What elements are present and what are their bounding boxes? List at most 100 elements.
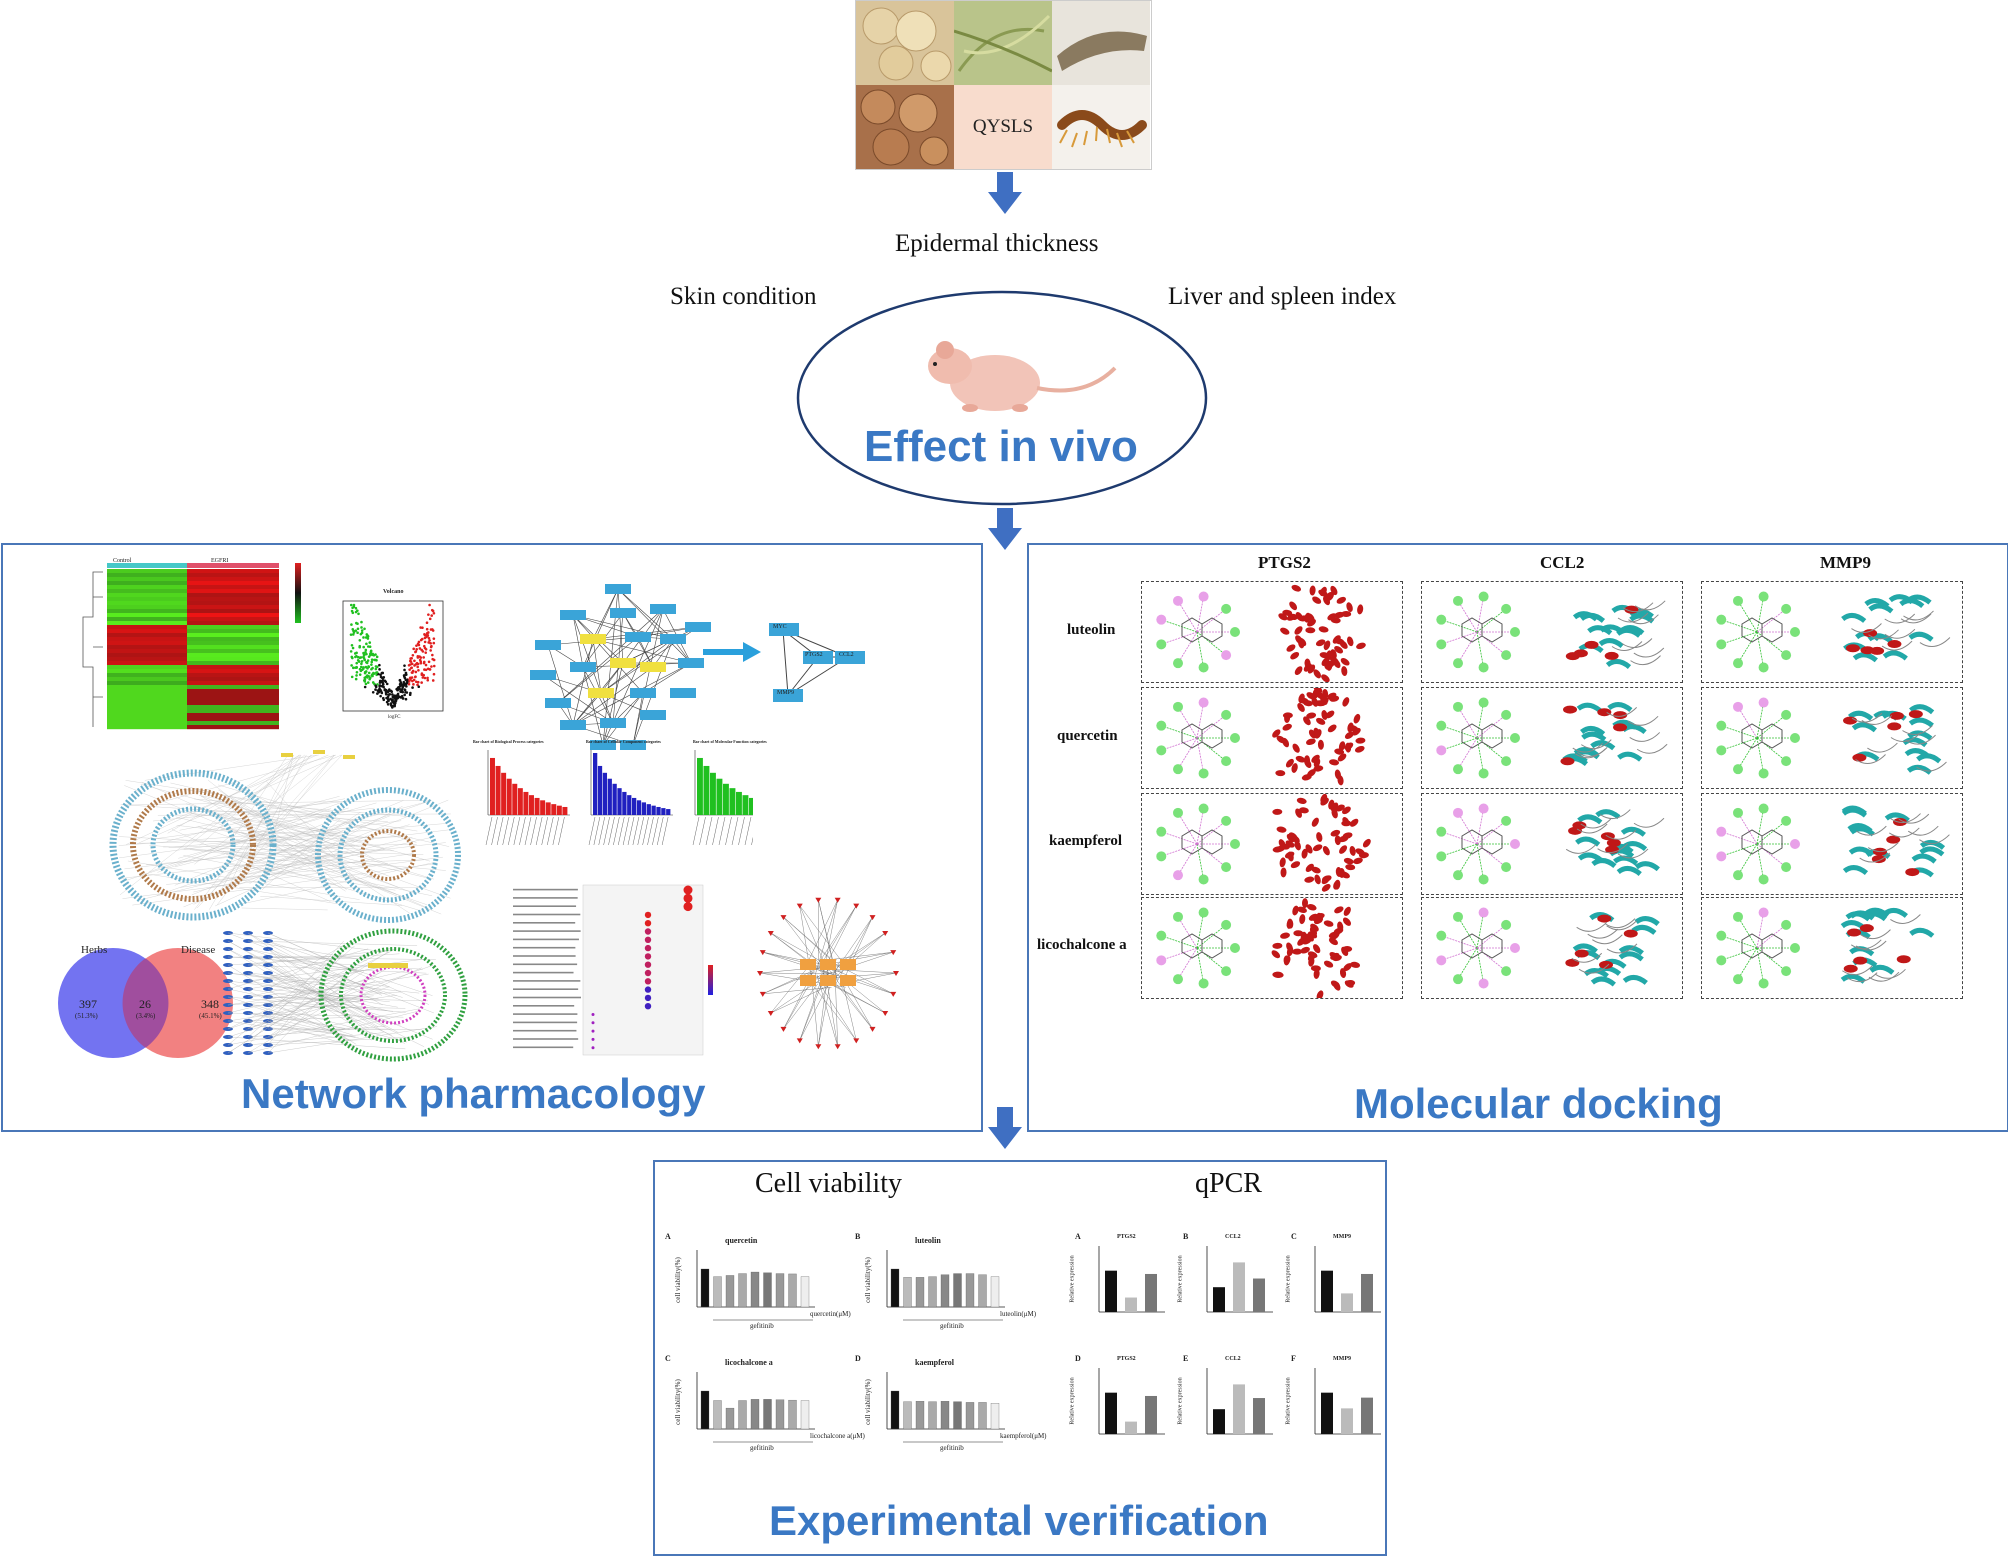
venn-left-pct: (51.3%) (75, 1012, 98, 1020)
qpcr-bar (1105, 1271, 1117, 1312)
viability-bar (751, 1272, 759, 1307)
network-pharmacology-title: Network pharmacology (241, 1070, 705, 1118)
venn-left-count: 397 (79, 997, 97, 1012)
volcano-title: Volcano (383, 589, 403, 595)
arrow-down-icon (988, 508, 1022, 550)
docking-diagram (1142, 898, 1402, 998)
qpcr-bar (1145, 1274, 1157, 1312)
qpcr-bar (1213, 1287, 1225, 1312)
qpcr-bar (1341, 1293, 1353, 1312)
docking-diagram (1142, 582, 1402, 682)
viability-bar (701, 1391, 709, 1429)
heatmap (73, 557, 313, 742)
qpcr-bar (1105, 1393, 1117, 1434)
viability-drug-label: kaempferol(μM) (1000, 1432, 1047, 1440)
qpcr-bar (1321, 1271, 1333, 1312)
venn-left-label: Herbs (81, 944, 107, 956)
qpcr-bar (1213, 1409, 1225, 1434)
volcano-plot (331, 593, 451, 733)
core-ppi-network (763, 605, 883, 715)
qpcr-bar (1341, 1408, 1353, 1434)
docking-target-ptgs2: PTGS2 (1258, 553, 1311, 573)
viability-xlabel: gefitinib (940, 1322, 964, 1330)
docking-cell (1421, 687, 1683, 789)
herb-image-6 (1052, 85, 1150, 169)
qpcr-bar (1321, 1393, 1333, 1434)
viability-bar (714, 1277, 722, 1307)
docking-ligand-luteolin: luteolin (1067, 622, 1115, 639)
qpcr-ylabel: Relative expression (1070, 1255, 1076, 1302)
viability-bar (801, 1277, 809, 1307)
viability-bar (789, 1400, 797, 1429)
viability-bar (916, 1401, 924, 1429)
docking-ligand-quercetin: quercetin (1057, 728, 1118, 745)
herb-image-grid: QYSLS (855, 0, 1152, 170)
docking-diagram (1702, 794, 1962, 894)
viability-drug-label: quercetin(μM) (810, 1310, 851, 1318)
docking-cell (1701, 793, 1963, 895)
docking-diagram (1422, 688, 1682, 788)
arrow-down-icon (988, 1107, 1022, 1149)
arrow-down-icon (988, 172, 1022, 214)
docking-cell (1141, 897, 1403, 999)
docking-diagram (1702, 898, 1962, 998)
viability-ylabel: cell viability(%) (864, 1379, 872, 1425)
qpcr-bar (1233, 1384, 1245, 1434)
kegg-bubble-chart (498, 880, 728, 1065)
herb-image-2 (954, 1, 1052, 85)
viability-bar (954, 1274, 962, 1307)
molecular-docking-title: Molecular docking (1354, 1080, 1723, 1128)
docking-cell (1421, 897, 1683, 999)
viability-bar (776, 1400, 784, 1429)
molecular-docking-panel: PTGS2 CCL2 MMP9 luteolin quercetin kaemp… (1027, 543, 2008, 1132)
volcano-xlabel: logFC (388, 715, 401, 720)
viability-bar (714, 1401, 722, 1430)
viability-bar (764, 1273, 772, 1307)
viability-bar (979, 1275, 987, 1307)
ppi-network (513, 575, 723, 755)
heatmap-group-egfri-label: EGFRI (211, 558, 228, 564)
qpcr-ylabel: Relative expression (1286, 1377, 1292, 1424)
docking-cell (1141, 793, 1403, 895)
viability-bar (904, 1277, 912, 1307)
viability-ylabel: cell viability(%) (674, 1379, 682, 1425)
viability-bar (764, 1399, 772, 1429)
qpcr-bar (1125, 1298, 1137, 1312)
qpcr-ylabel: Relative expression (1286, 1255, 1292, 1302)
experimental-verification-title: Experimental verification (769, 1497, 1269, 1545)
go-bp-title: Bar chart of Biological Process categori… (473, 739, 544, 744)
arrow-right-icon (703, 640, 763, 664)
venn-right-count: 348 (201, 997, 219, 1012)
in-vivo-ellipse (795, 288, 1210, 508)
viability-bar (991, 1403, 999, 1429)
qpcr-ylabel: Relative expression (1178, 1377, 1184, 1424)
viability-bar (701, 1269, 709, 1307)
docking-cell (1141, 581, 1403, 683)
viability-bar (726, 1275, 734, 1307)
qpcr-bar (1125, 1422, 1137, 1434)
docking-cell (1701, 581, 1963, 683)
viability-bar (726, 1408, 734, 1429)
viability-bar (776, 1274, 784, 1307)
qpcr-label: qPCR (1195, 1168, 1262, 1200)
compound-target-network (218, 925, 483, 1065)
viability-bar (891, 1269, 899, 1307)
docking-cell (1421, 793, 1683, 895)
go-bar-charts (473, 740, 753, 860)
network-pharmacology-panel: Control EGFRI Volcano logFC MYC PTGS2 CC… (1, 543, 983, 1132)
qpcr-ylabel: Relative expression (1070, 1377, 1076, 1424)
viability-xlabel: gefitinib (750, 1322, 774, 1330)
heatmap-group-control-label: Control (113, 558, 131, 564)
effect-in-vivo-title: Effect in vivo (864, 422, 1138, 472)
viability-bar (739, 1401, 747, 1430)
venn-mid-count: 26 (139, 997, 151, 1012)
viability-bar (929, 1402, 937, 1429)
qpcr-ylabel: Relative expression (1178, 1255, 1184, 1302)
